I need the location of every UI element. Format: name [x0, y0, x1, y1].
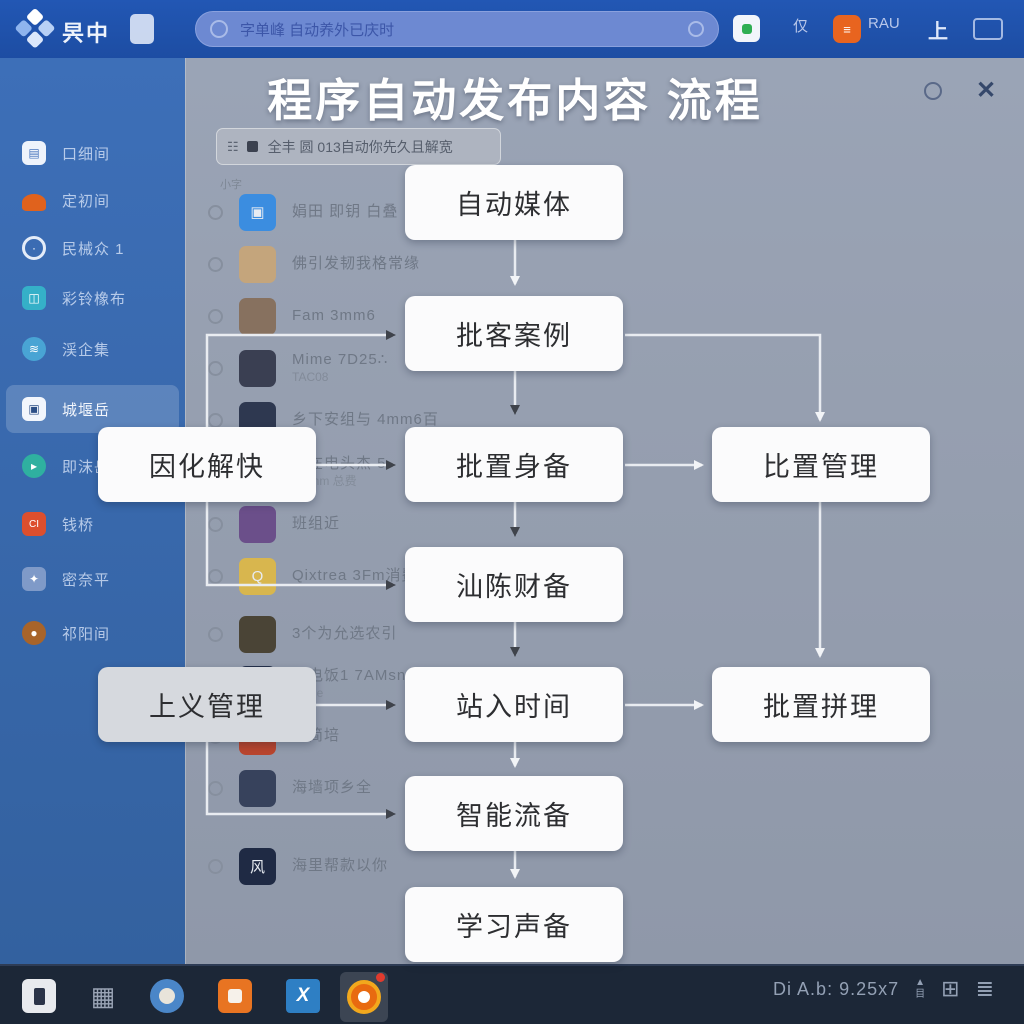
row-checkbox[interactable] [208, 256, 223, 272]
flow-node-learn-voice[interactable]: 学习声备 [405, 887, 623, 962]
tray-label: RAU [868, 15, 900, 32]
browser-app-icon[interactable] [150, 979, 184, 1013]
status-glyph: 仅 [793, 18, 809, 35]
search-icon [688, 21, 704, 37]
sidebar-item-6[interactable]: ▸ 即沫岳 [0, 442, 185, 490]
flow-node-ratio-manage[interactable]: 比置管理 [712, 427, 930, 502]
list-item[interactable]: 3个为允选农引 [208, 610, 768, 658]
sidebar-item-1[interactable]: 定初间 [0, 176, 185, 224]
list-hint: 小字 [220, 179, 242, 191]
row-checkbox[interactable] [208, 360, 223, 376]
avatar: 风 [239, 847, 276, 885]
excel-app-icon[interactable]: X [286, 979, 320, 1013]
row-checkbox[interactable] [208, 858, 223, 874]
list-item[interactable]: 班组近 [208, 500, 768, 548]
sidebar-item-0[interactable]: ▤ 口细间 [0, 129, 185, 177]
avatar [239, 505, 276, 543]
grid-tray-icon[interactable]: ⊞ [941, 976, 960, 1001]
swatch-icon [246, 141, 258, 152]
taskbar: ▦ X [0, 964, 1024, 1024]
search-icon [210, 20, 228, 38]
avatar [239, 297, 276, 335]
orange-app-icon[interactable]: ≡ [833, 15, 861, 43]
list-item[interactable]: ▣ 娟田 即钥 白叠 [208, 188, 768, 236]
gallery-icon: ▣ [22, 397, 46, 421]
sidebar-nav: ▤ 口细间 定初间 · 民械众 1 ◫ 彩铃橡布 ≋ 渓企集 ▣ 城堰岳 ▸ 即… [0, 58, 185, 964]
sidebar-item-5-active[interactable]: ▣ 城堰岳 [6, 385, 179, 433]
input-method-icon[interactable]: ▲目 [915, 977, 926, 1000]
active-app-icon [347, 980, 381, 1014]
sidebar-item-9[interactable]: ● 祁阳间 [0, 609, 185, 657]
list-filter-input[interactable] [267, 138, 478, 155]
flow-node-auto-media[interactable]: 自动媒体 [405, 165, 623, 240]
folder-app-icon[interactable] [218, 979, 252, 1013]
flow-node-batch-case[interactable]: 批客案例 [405, 296, 623, 371]
row-checkbox[interactable] [208, 780, 223, 796]
sidebar-item-8[interactable]: ✦ 密奈平 [0, 555, 185, 603]
avatar: ▣ [239, 193, 276, 231]
row-checkbox[interactable] [208, 568, 223, 584]
sidebar-item-7[interactable]: CI 钱桥 [0, 500, 185, 548]
bird-icon: ▸ [22, 454, 46, 478]
mound-icon [22, 194, 46, 211]
list-item[interactable]: Fam 3mm6 [208, 292, 768, 340]
global-search-bar[interactable] [195, 11, 719, 47]
panel-toggle-icon[interactable] [973, 18, 1003, 40]
app-shortcut-icon[interactable] [733, 15, 760, 42]
sidebar-item-3[interactable]: ◫ 彩铃橡布 [0, 274, 185, 322]
flow-node-upper-manage[interactable]: 上义管理 [98, 667, 316, 742]
list-item[interactable]: 风 海里帮款以你 [208, 842, 768, 890]
system-tray: Di A.b: 9.25x7 ▲目 ⊞ ≣ [773, 976, 994, 1002]
list-item[interactable]: 佛引发韧我格常缘 [208, 240, 768, 288]
app-logo-icon [14, 7, 56, 50]
sidebar-item-2[interactable]: · 民械众 1 [0, 224, 185, 272]
ring-icon: · [22, 236, 46, 260]
hands-icon: ✦ [22, 567, 46, 591]
flow-node-batch-identity[interactable]: 批置身备 [405, 427, 623, 502]
menu-icon[interactable]: ≣ [975, 976, 994, 1001]
avatar [239, 349, 276, 387]
avatar [239, 769, 276, 807]
settings-icon[interactable] [924, 82, 942, 100]
qr-grid-icon[interactable]: ▦ [90, 980, 116, 1011]
flowchart-title: 程序自动发布内容 流程 [267, 75, 763, 126]
flow-node-batch-arrange[interactable]: 批置拼理 [712, 667, 930, 742]
row-checkbox[interactable] [208, 626, 223, 642]
ci-app-icon: CI [22, 512, 46, 536]
flow-node-entry-time[interactable]: 站入时间 [405, 667, 623, 742]
document-icon[interactable] [130, 14, 154, 44]
filter-icon: ☷ [227, 138, 239, 154]
avatar: Q [239, 557, 276, 595]
flow-node-smart-flow[interactable]: 智能流备 [405, 776, 623, 851]
sidebar-item-4[interactable]: ≋ 渓企集 [0, 325, 185, 373]
card-icon: ▤ [22, 141, 46, 165]
app-titlebar: 昗中 仅 ≡ RAU 上 [0, 0, 1024, 58]
start-icon[interactable] [22, 979, 56, 1013]
active-app-slot[interactable] [340, 972, 388, 1022]
avatar [239, 615, 276, 653]
close-icon[interactable]: ✕ [976, 77, 997, 104]
tray-status-text: Di A.b: 9.25x7 [773, 978, 900, 999]
list-filter-bar[interactable]: ☷ [216, 128, 501, 165]
row-checkbox[interactable] [208, 204, 223, 220]
app-brand: 昗中 [62, 21, 111, 46]
coin-icon: ● [22, 621, 46, 645]
upload-icon[interactable]: 上 [928, 21, 948, 43]
cloud-icon: ≋ [22, 337, 46, 361]
row-checkbox[interactable] [208, 516, 223, 532]
flow-node-remove-assets[interactable]: 汕陈财备 [405, 547, 623, 622]
flow-node-factor-resolve[interactable]: 因化解快 [98, 427, 316, 502]
teal-app-icon: ◫ [22, 286, 46, 310]
row-checkbox[interactable] [208, 308, 223, 324]
avatar [239, 245, 276, 283]
global-search-input[interactable] [240, 20, 660, 38]
row-checkbox[interactable] [208, 412, 223, 428]
notification-dot [376, 973, 385, 982]
